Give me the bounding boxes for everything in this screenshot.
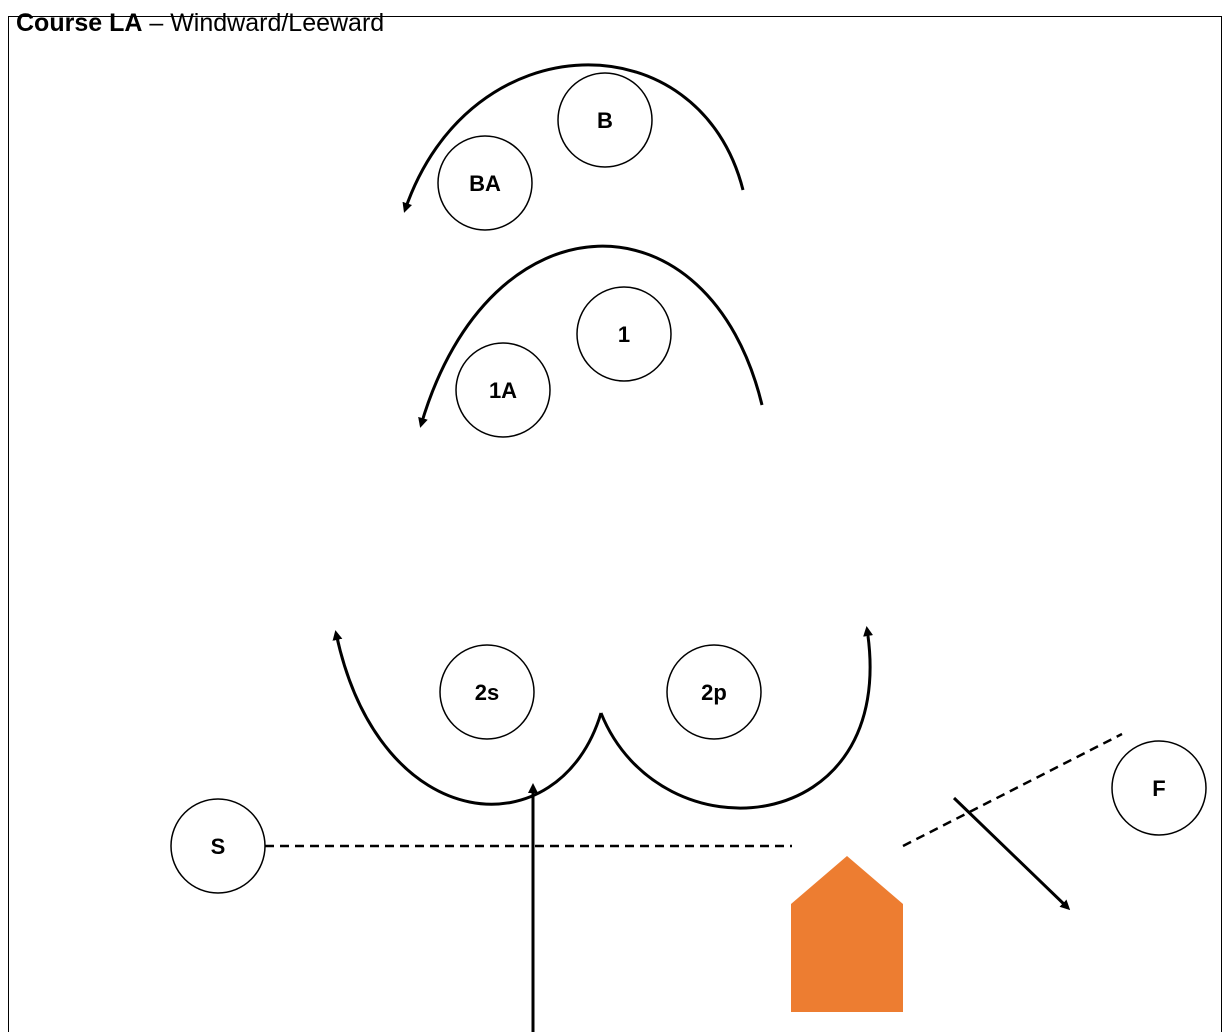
- mark-s-label: S: [211, 834, 226, 859]
- mark-2p: 2p: [666, 644, 762, 740]
- mark-1: 1: [576, 286, 672, 382]
- finish-direction-arrow: [952, 796, 1071, 911]
- mark-2s-label: 2s: [475, 680, 499, 705]
- mark-1a: 1A: [455, 342, 551, 438]
- mark-2s: 2s: [439, 644, 535, 740]
- rounding-arrow-b: [402, 63, 745, 213]
- mark-f: F: [1111, 740, 1207, 836]
- finish-line: [902, 732, 1123, 848]
- mark-f-label: F: [1152, 776, 1165, 801]
- mark-b: B: [557, 72, 653, 168]
- diagram-title: Course LA – Windward/Leeward: [16, 9, 384, 38]
- title-course-name: Course LA: [16, 9, 143, 37]
- committee-boat-icon: [791, 856, 903, 1012]
- title-separator: –: [142, 9, 171, 37]
- mark-ba-label: BA: [469, 171, 501, 196]
- mark-ba: BA: [437, 135, 533, 231]
- rounding-arrow-1: [418, 244, 764, 428]
- mark-2p-label: 2p: [701, 680, 727, 705]
- gate-arrow-2s: [332, 630, 603, 806]
- mark-1a-label: 1A: [489, 378, 517, 403]
- gate-arrow-2p: [599, 626, 874, 810]
- mark-1-label: 1: [618, 322, 630, 347]
- title-course-type: Windward/Leeward: [170, 9, 385, 37]
- mark-b-label: B: [597, 108, 613, 133]
- mark-s: S: [170, 798, 266, 894]
